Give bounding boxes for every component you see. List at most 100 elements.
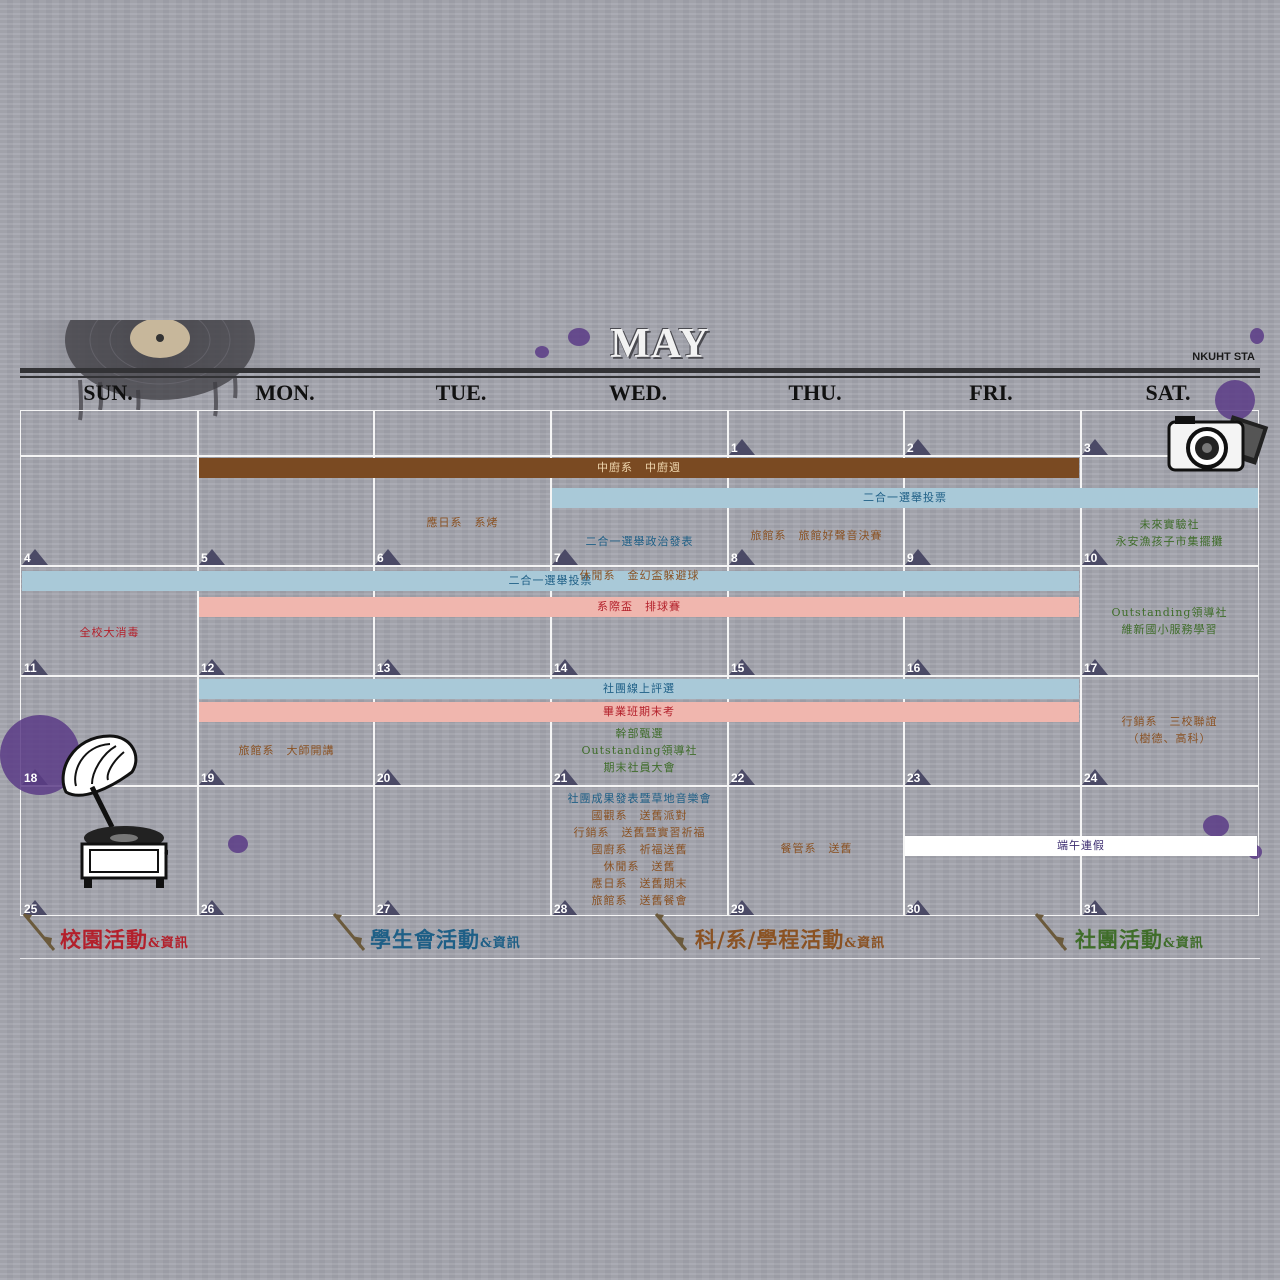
- date-tab: 6: [375, 549, 403, 565]
- event-mon-19[interactable]: 旅館系 大師開講: [238, 744, 335, 757]
- date-tab: 4: [22, 549, 50, 565]
- date-tab: 16: [905, 659, 933, 675]
- calendar-grid: [20, 410, 1259, 916]
- date-tab: 14: [552, 659, 580, 675]
- ink-splat: [1250, 328, 1264, 344]
- event-bar-club-online-review[interactable]: 社團線上評選: [199, 679, 1079, 699]
- grid-column-line: [727, 410, 729, 916]
- legend-amp: &資訊: [480, 936, 521, 951]
- ink-splat: [535, 346, 549, 358]
- event-bar-referendum-vote[interactable]: 二合一選舉投票: [552, 488, 1258, 508]
- month-title: MAY: [610, 321, 710, 367]
- date-tab: 10: [1082, 549, 1110, 565]
- date-tab: 9: [905, 549, 933, 565]
- date-tab: 27: [375, 900, 403, 916]
- day-header-mon: MON.: [255, 380, 315, 405]
- ink-splat: [1203, 815, 1229, 837]
- grid-column-line: [373, 410, 375, 916]
- day-header-tue: TUE.: [435, 380, 487, 405]
- brand-label: NKUHT STA: [1192, 351, 1255, 363]
- date-tab: 1: [729, 439, 757, 455]
- day-header-sat: SAT.: [1145, 380, 1191, 405]
- grid-row-line: [20, 785, 1259, 787]
- event-bar-dragon-boat-holiday[interactable]: 端午連假: [905, 836, 1257, 856]
- date-tab: 31: [1082, 900, 1110, 916]
- day-header-thu: THU.: [788, 380, 842, 405]
- day-header-fri: FRI.: [969, 380, 1013, 405]
- legend-label: 科/系/學程活動: [695, 927, 845, 952]
- grid-column-line: [197, 410, 199, 916]
- date-tab: 24: [1082, 769, 1110, 785]
- date-tab: 25: [22, 900, 50, 916]
- date-tab: 8: [729, 549, 757, 565]
- date-tab: 5: [199, 549, 227, 565]
- date-tab: 12: [199, 659, 227, 675]
- date-tab: 30: [905, 900, 933, 916]
- date-tab: 15: [729, 659, 757, 675]
- event-thu-8[interactable]: 旅館系 旅館好聲音決賽: [750, 529, 883, 542]
- date-tab: 23: [905, 769, 933, 785]
- calendar-board: MAY NKUHT STA SUN. MON. TUE. WED. THU. F…: [0, 320, 1269, 960]
- date-tab: 20: [375, 769, 403, 785]
- event-wed-28-farewells[interactable]: 國觀系 送舊派對 行銷系 送舊暨實習祈福 國廚系 祈福送舊 休閒系 送舊 應日系…: [573, 809, 706, 907]
- ink-splat: [1215, 380, 1255, 420]
- legend-amp: &資訊: [1163, 936, 1204, 951]
- date-tab: 11: [22, 659, 50, 675]
- event-tue-6[interactable]: 應日系 系烤: [426, 516, 499, 529]
- arrow-icon: [654, 913, 688, 951]
- event-wed-21[interactable]: 幹部甄選 Outstanding領導社 期末社員大會: [581, 727, 698, 774]
- date-tab: 21: [552, 769, 580, 785]
- day-header-wed: WED.: [608, 380, 668, 405]
- legend-department: 科/系/學程活動&資訊: [695, 924, 885, 954]
- legend-label: 校園活動: [60, 927, 148, 952]
- phonograph-icon: [61, 734, 168, 888]
- legend-campus: 校園活動&資訊: [60, 924, 189, 954]
- grid-column-line: [1080, 410, 1082, 916]
- date-tab: 18: [22, 769, 50, 785]
- ink-splat: [568, 328, 590, 346]
- grid-row-line: [20, 455, 1259, 457]
- event-thu-29[interactable]: 餐管系 送舊: [780, 842, 853, 855]
- event-wed-7[interactable]: 二合一選舉政治發表 休閒系 金幻盃躲避球: [552, 516, 727, 584]
- legend-club: 社團活動&資訊: [1075, 924, 1204, 954]
- arrow-icon: [1034, 913, 1068, 951]
- camera-icon: [1167, 415, 1269, 472]
- day-header-sun: SUN.: [83, 380, 133, 405]
- legend-amp: &資訊: [844, 936, 886, 951]
- legend-label: 學生會活動: [370, 927, 480, 952]
- event-bar-referendum-vote[interactable]: 二合一選舉投票: [22, 571, 1079, 591]
- event-bar-culinary-week[interactable]: 中廚系 中廚週: [199, 458, 1079, 478]
- event-sat-10[interactable]: 未來實驗社 永安漁孩子市集擺攤: [1115, 518, 1224, 548]
- event-text: 休閒系 金幻盃躲避球: [579, 569, 700, 582]
- event-sat-24[interactable]: 行銷系 三校聯誼 （樹德、高科）: [1121, 715, 1218, 745]
- arrow-icon: [22, 913, 56, 951]
- date-tab: 17: [1082, 659, 1110, 675]
- ink-splat: [228, 835, 248, 853]
- date-tab: 2: [905, 439, 933, 455]
- event-bar-dept-cup-volleyball[interactable]: 系際盃 排球賽: [199, 597, 1079, 617]
- legend-amp: &資訊: [148, 936, 189, 951]
- legend-label: 社團活動: [1075, 927, 1163, 952]
- event-text: 二合一選舉政治發表: [585, 535, 694, 548]
- grid-row-line: [20, 675, 1259, 677]
- grid-row-line: [20, 565, 1259, 567]
- header-rule-top: [20, 368, 1260, 373]
- date-tab: 29: [729, 900, 757, 916]
- event-sat-17[interactable]: Outstanding領導社 維新國小服務學習: [1111, 606, 1228, 636]
- legend-student-association: 學生會活動&資訊: [370, 924, 521, 954]
- event-sun-11[interactable]: 全校大消毒: [79, 626, 140, 639]
- arrow-icon: [332, 913, 366, 951]
- date-tab: 3: [1082, 439, 1110, 455]
- date-tab: 22: [729, 769, 757, 785]
- date-tab: 19: [199, 769, 227, 785]
- date-tab: 7: [552, 549, 580, 565]
- header-rule-bottom: [20, 376, 1260, 378]
- date-tab: 13: [375, 659, 403, 675]
- event-bar-graduating-final-exam[interactable]: 畢業班期末考: [199, 702, 1079, 722]
- date-tab: 26: [199, 900, 227, 916]
- bottom-rule: [20, 958, 1260, 959]
- date-tab: 28: [552, 900, 580, 916]
- grid-column-line: [550, 410, 552, 916]
- event-wed-28-concert[interactable]: 社團成果發表暨草地音樂會: [567, 792, 712, 805]
- grid-column-line: [903, 410, 905, 916]
